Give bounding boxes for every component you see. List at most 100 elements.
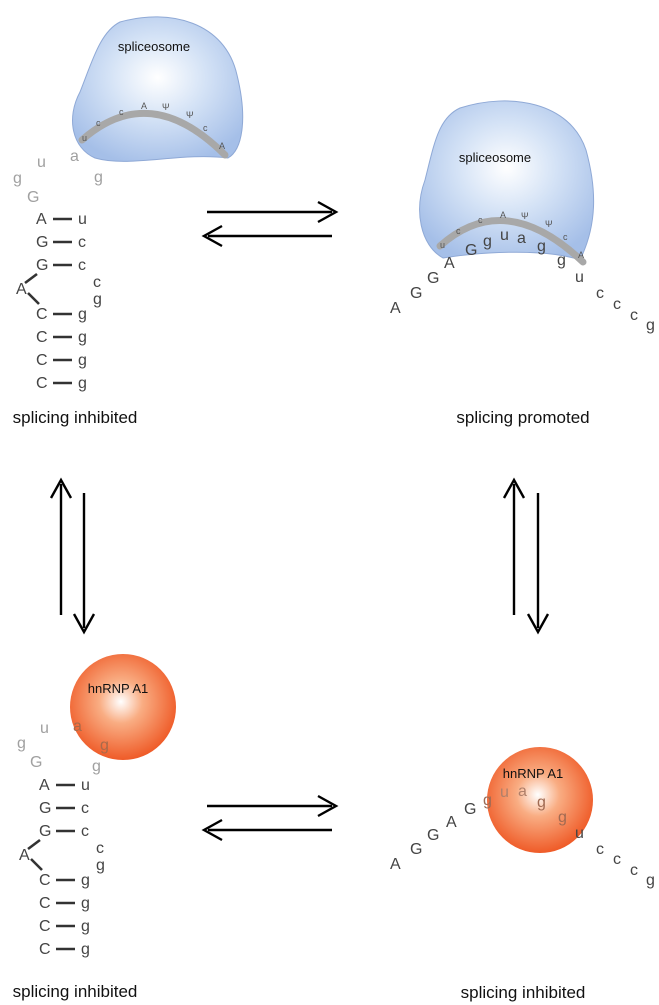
equilibrium-arrow-left xyxy=(49,477,96,635)
base: c xyxy=(93,274,101,291)
base: g xyxy=(537,794,546,811)
base: A xyxy=(19,847,30,864)
base: A xyxy=(36,211,47,228)
spliceosome-body xyxy=(419,100,595,261)
snrna-letter: c xyxy=(96,118,101,128)
base: c xyxy=(78,257,86,274)
base: g xyxy=(17,735,26,752)
snrna-letter: A xyxy=(141,101,147,111)
snrna-letters: u c c A Ψ Ψ c A xyxy=(82,101,225,151)
caption: splicing promoted xyxy=(456,408,589,427)
base: C xyxy=(39,895,51,912)
snrna-letter: A xyxy=(578,250,584,260)
base: g xyxy=(558,809,567,826)
base: g xyxy=(78,352,87,369)
base: A xyxy=(16,281,27,298)
equilibrium-arrow-top xyxy=(201,200,339,248)
base: A xyxy=(446,814,457,831)
hnrnp-a1-sphere xyxy=(70,654,176,760)
panel-bottom-left: g G u g hnRNP A1 a g A G G A C C C C u c… xyxy=(13,654,176,1001)
base: G xyxy=(39,823,51,840)
base: A xyxy=(390,300,401,317)
snrna-letter: c xyxy=(119,107,124,117)
base: u xyxy=(500,227,509,244)
base: A xyxy=(390,856,401,873)
snrna-letter: c xyxy=(563,232,568,242)
snrna-backbone xyxy=(436,217,587,266)
base: g xyxy=(81,941,90,958)
snrna-letter: A xyxy=(219,141,225,151)
base: g xyxy=(537,238,546,255)
base: C xyxy=(36,375,48,392)
base: c xyxy=(596,285,604,302)
base: u xyxy=(37,154,46,171)
base: g xyxy=(13,170,22,187)
snrna-letter: Ψ xyxy=(521,211,529,221)
panel-top-right: spliceosome u c c A Ψ Ψ c A A G G A G g … xyxy=(390,100,655,427)
base: c xyxy=(78,234,86,251)
base: c xyxy=(613,296,621,313)
base: a xyxy=(517,230,526,247)
caption: splicing inhibited xyxy=(13,408,138,427)
base: g xyxy=(92,758,101,775)
base: u xyxy=(78,211,87,228)
base: g xyxy=(483,792,492,809)
base: g xyxy=(646,317,655,334)
base: C xyxy=(36,306,48,323)
snrna-letter: u xyxy=(440,240,445,250)
base: g xyxy=(94,169,103,186)
snrna-letter: u xyxy=(82,133,87,143)
snrna-letter: c xyxy=(203,123,208,133)
base: G xyxy=(464,801,476,818)
hnrnp-a1-label: hnRNP A1 xyxy=(88,681,148,696)
snrna-backbone xyxy=(78,109,229,159)
base: g xyxy=(646,872,655,889)
base: g xyxy=(78,329,87,346)
base: G xyxy=(39,800,51,817)
base: u xyxy=(575,269,584,286)
base: C xyxy=(39,918,51,935)
snrna-letters: u c c A Ψ Ψ c A xyxy=(440,210,584,260)
base: C xyxy=(36,329,48,346)
base: g xyxy=(100,737,109,754)
base: G xyxy=(465,242,477,259)
spliceosome-body xyxy=(72,16,244,162)
base: G xyxy=(27,189,39,206)
base: A xyxy=(39,777,50,794)
base: a xyxy=(73,718,82,735)
base: C xyxy=(39,941,51,958)
base: a xyxy=(518,783,527,800)
base: G xyxy=(410,841,422,858)
hnrnp-a1-label: hnRNP A1 xyxy=(503,766,563,781)
base: g xyxy=(81,918,90,935)
base: G xyxy=(427,270,439,287)
base: G xyxy=(427,827,439,844)
base: g xyxy=(78,375,87,392)
base: u xyxy=(40,720,49,737)
snrna-letter: Ψ xyxy=(162,102,170,112)
base: A xyxy=(444,255,455,272)
snrna-letter: A xyxy=(500,210,506,220)
base: G xyxy=(30,754,42,771)
base: g xyxy=(96,857,105,874)
base: g xyxy=(93,291,102,308)
base: c xyxy=(630,307,638,324)
snrna-letter: c xyxy=(456,226,461,236)
panel-bottom-right: A G G A G hnRNP A1 g u a g g u c c c g s… xyxy=(390,747,655,1002)
base: u xyxy=(575,825,584,842)
base: g xyxy=(78,306,87,323)
base: c xyxy=(630,862,638,879)
equilibrium-arrow-bottom xyxy=(201,794,339,842)
base: c xyxy=(81,823,89,840)
base: a xyxy=(70,148,79,165)
equilibrium-arrow-right xyxy=(502,477,550,635)
snrna-letter: Ψ xyxy=(545,219,553,229)
base: C xyxy=(39,872,51,889)
base: G xyxy=(36,257,48,274)
base: C xyxy=(36,352,48,369)
spliceosome-label: spliceosome xyxy=(459,150,531,165)
base-pair-bonds xyxy=(27,783,75,951)
caption: splicing inhibited xyxy=(461,983,586,1002)
base: g xyxy=(81,895,90,912)
